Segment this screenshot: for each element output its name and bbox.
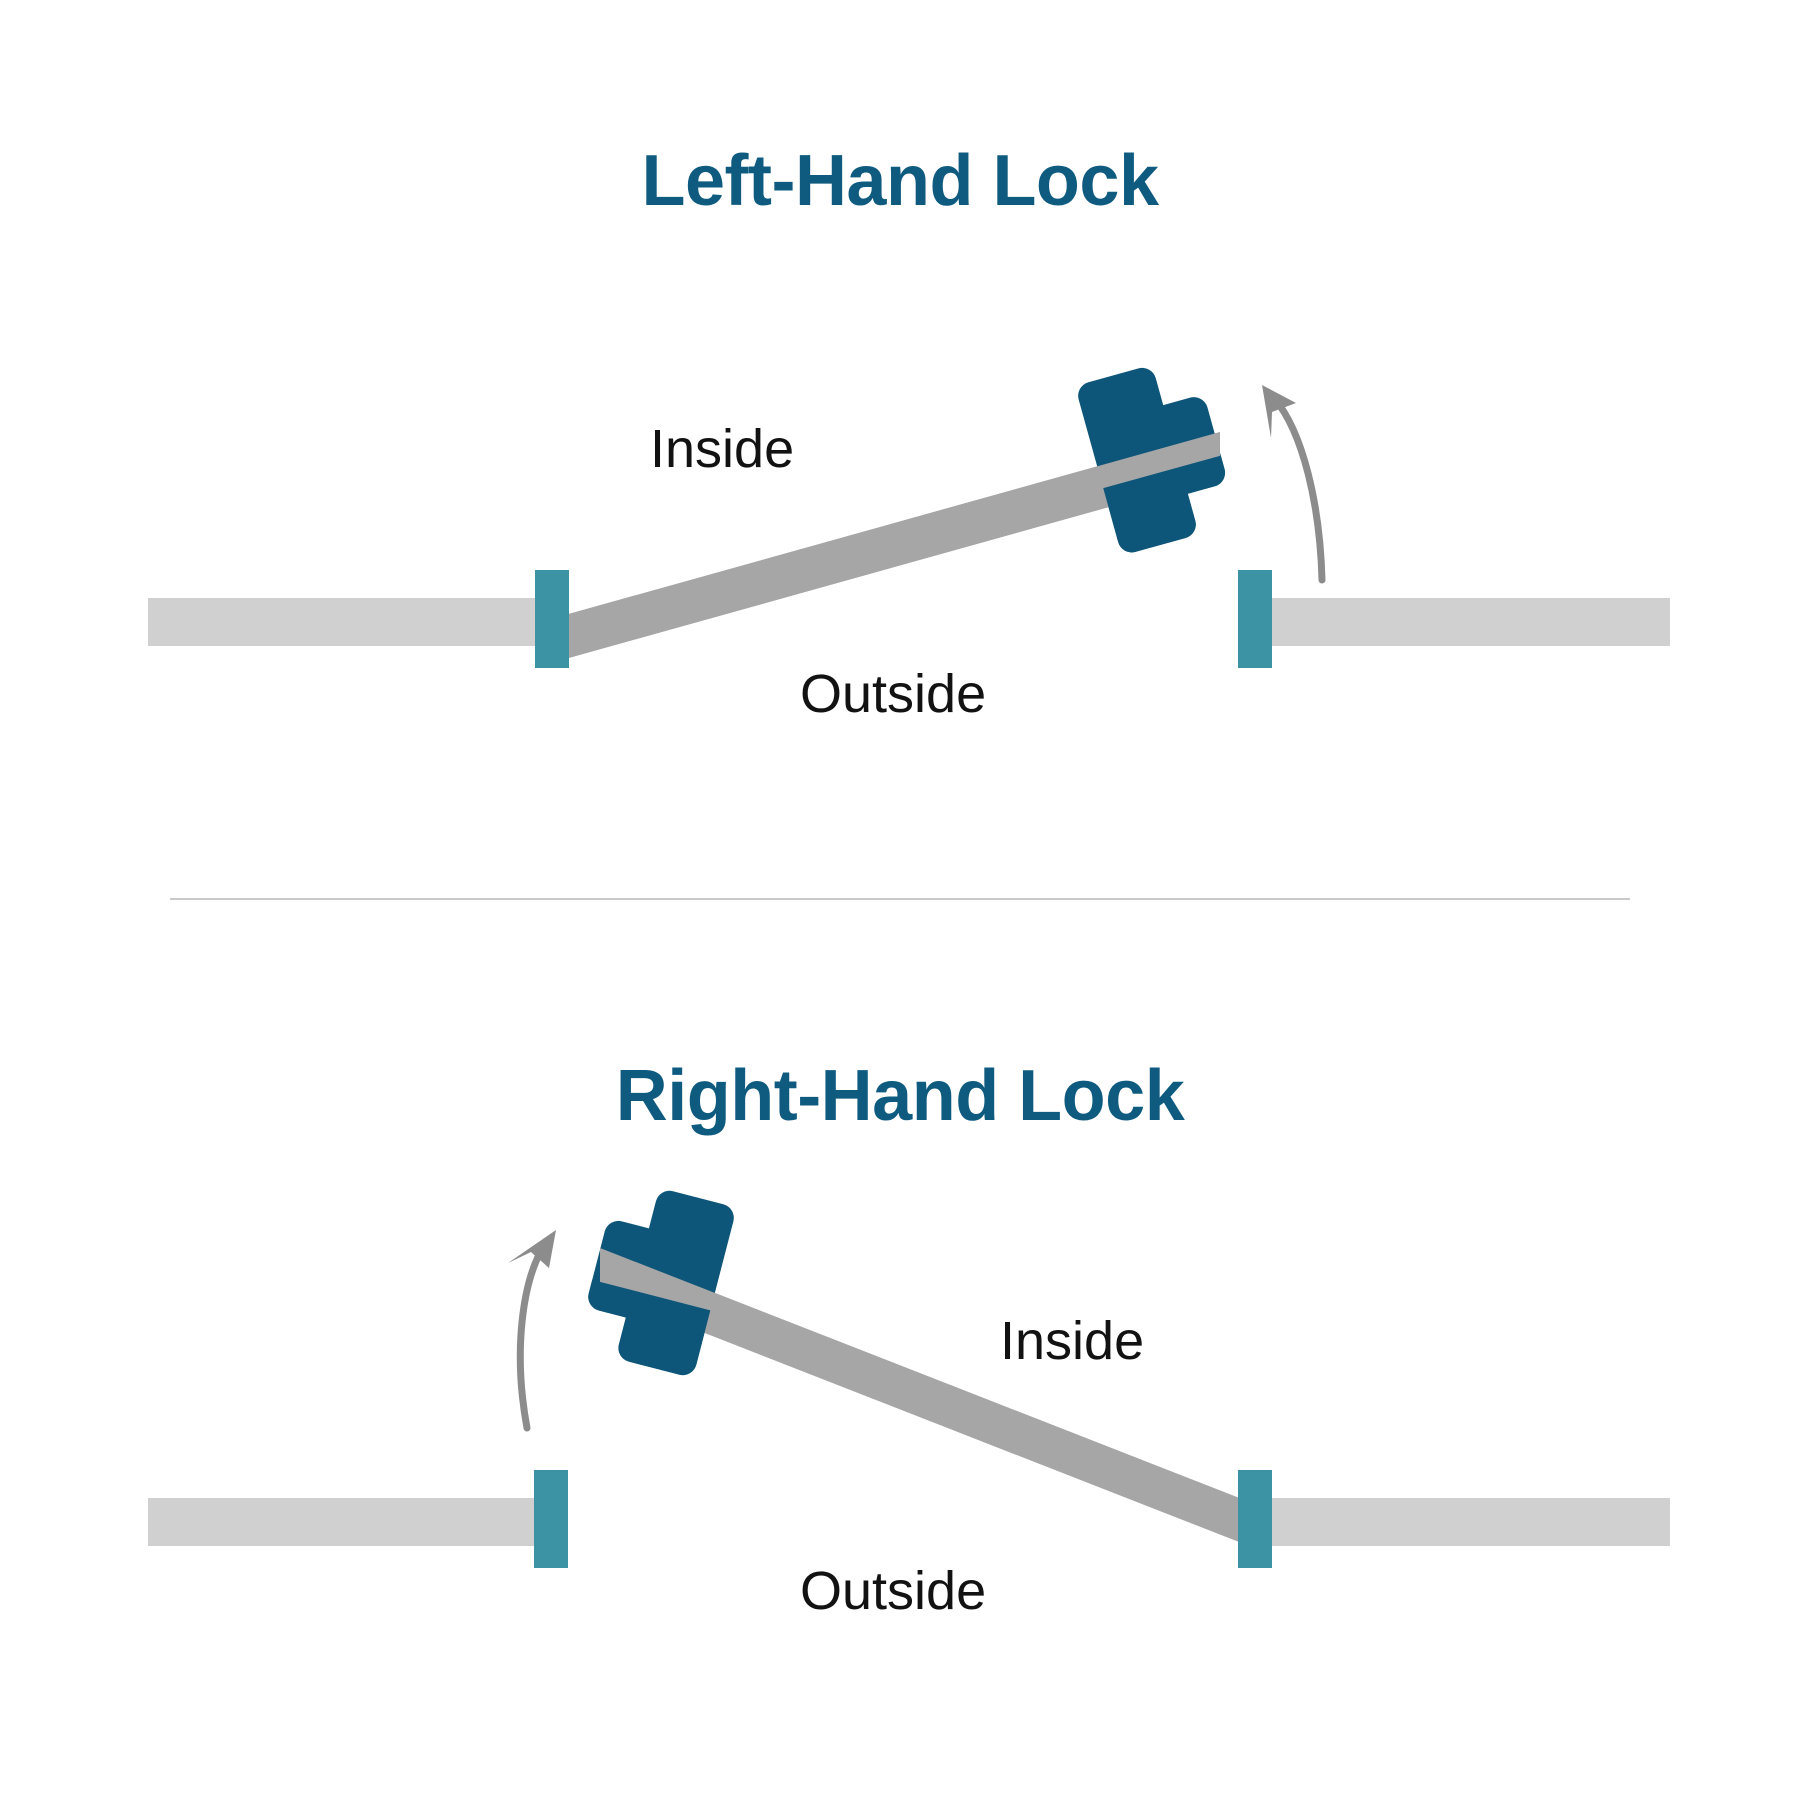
swing-direction-arrow-head: [508, 1230, 556, 1268]
lock-lower-lobe-shape: [1103, 455, 1226, 553]
hinge-block-left: [535, 570, 569, 668]
left-hand-lock-illustration: [148, 367, 1670, 668]
lock-lower-lobe: [588, 1279, 711, 1376]
swing-direction-arrow-line: [516, 1240, 549, 1432]
section-divider: [170, 898, 1630, 900]
swing-direction-arrow-head: [1262, 385, 1296, 438]
lock-lower-lobe-shape: [588, 1279, 711, 1376]
label-inside-bottom: Inside: [1000, 1311, 1145, 1371]
wall-bar-right-segment: [1270, 598, 1670, 646]
wall-bar-right-segment: [1238, 1498, 1670, 1546]
swing-direction-arrow-line: [1270, 394, 1326, 584]
panel-title-right-hand: Right-Hand Lock: [615, 1056, 1185, 1136]
wall-bar-left-segment: [148, 598, 568, 646]
lock-lower-lobe: [1103, 455, 1226, 553]
door-panel-overlay: [540, 432, 1220, 666]
label-outside-bottom: Outside: [800, 1561, 987, 1621]
door-panel-overlay: [600, 1248, 1270, 1554]
hinge-block-left: [534, 1470, 568, 1568]
label-outside-top: Outside: [800, 664, 987, 724]
label-inside-top: Inside: [650, 419, 795, 479]
panel-left-hand-lock: Left-Hand Lock Inside: [148, 141, 1670, 724]
wall-bar-left-segment: [148, 1498, 534, 1546]
panel-right-hand-lock: [0, 900, 1800, 1800]
right-hand-lock-illustration: [148, 1190, 1670, 1568]
hinge-block-right: [1238, 1470, 1272, 1568]
panel-title-left-hand: Left-Hand Lock: [641, 141, 1159, 221]
hinge-block-right: [1238, 570, 1272, 668]
